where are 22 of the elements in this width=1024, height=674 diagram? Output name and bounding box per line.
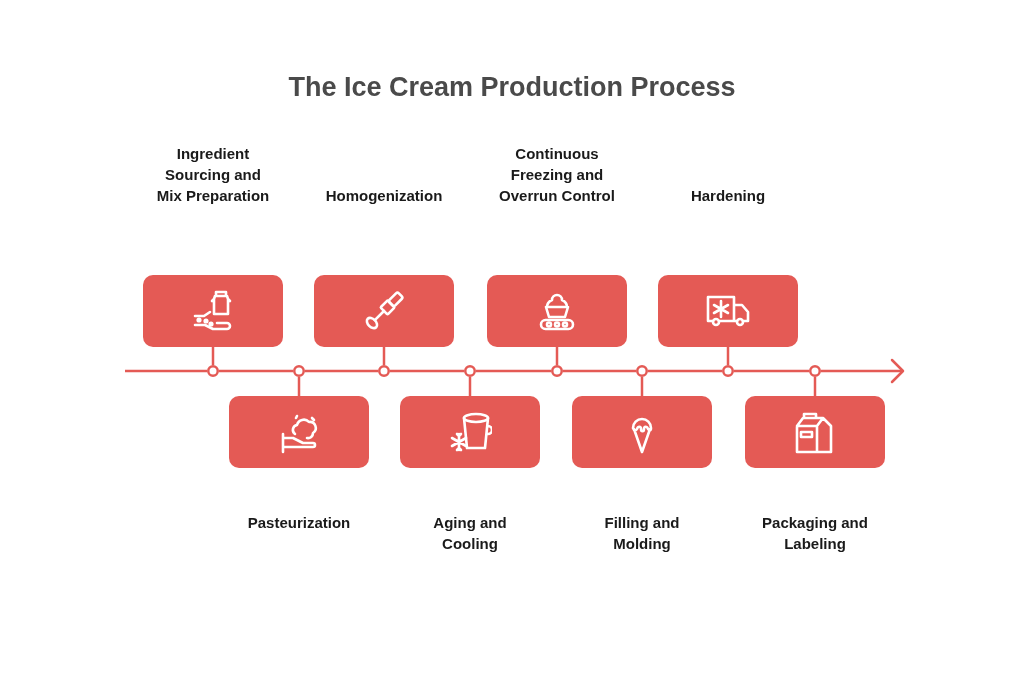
connector-line xyxy=(219,369,293,373)
step-label: Hardening xyxy=(690,186,766,206)
step-label: Continuous Freezing and Overrun Control xyxy=(498,144,616,206)
step-label: Ingredient Sourcing and Mix Preparation xyxy=(155,144,271,206)
diagram-title: The Ice Cream Production Process xyxy=(288,71,736,104)
step-label: Packaging and Labeling xyxy=(761,513,869,554)
connector-line xyxy=(563,369,636,373)
connector-line xyxy=(468,377,472,396)
step-label: Homogenization xyxy=(325,186,443,206)
connector-line xyxy=(476,369,551,373)
step-label: Pasteurization xyxy=(247,513,351,533)
step-label: Filling and Molding xyxy=(603,513,681,554)
connector-line xyxy=(125,369,207,373)
connector-line xyxy=(813,377,817,396)
connector-line xyxy=(734,369,809,373)
step-label: Aging and Cooling xyxy=(432,513,508,554)
arrow xyxy=(821,358,905,384)
connector-line xyxy=(297,377,301,396)
connector-line xyxy=(305,369,378,373)
connector-line xyxy=(648,369,722,373)
connector-line xyxy=(390,369,464,373)
connector-line xyxy=(640,377,644,396)
